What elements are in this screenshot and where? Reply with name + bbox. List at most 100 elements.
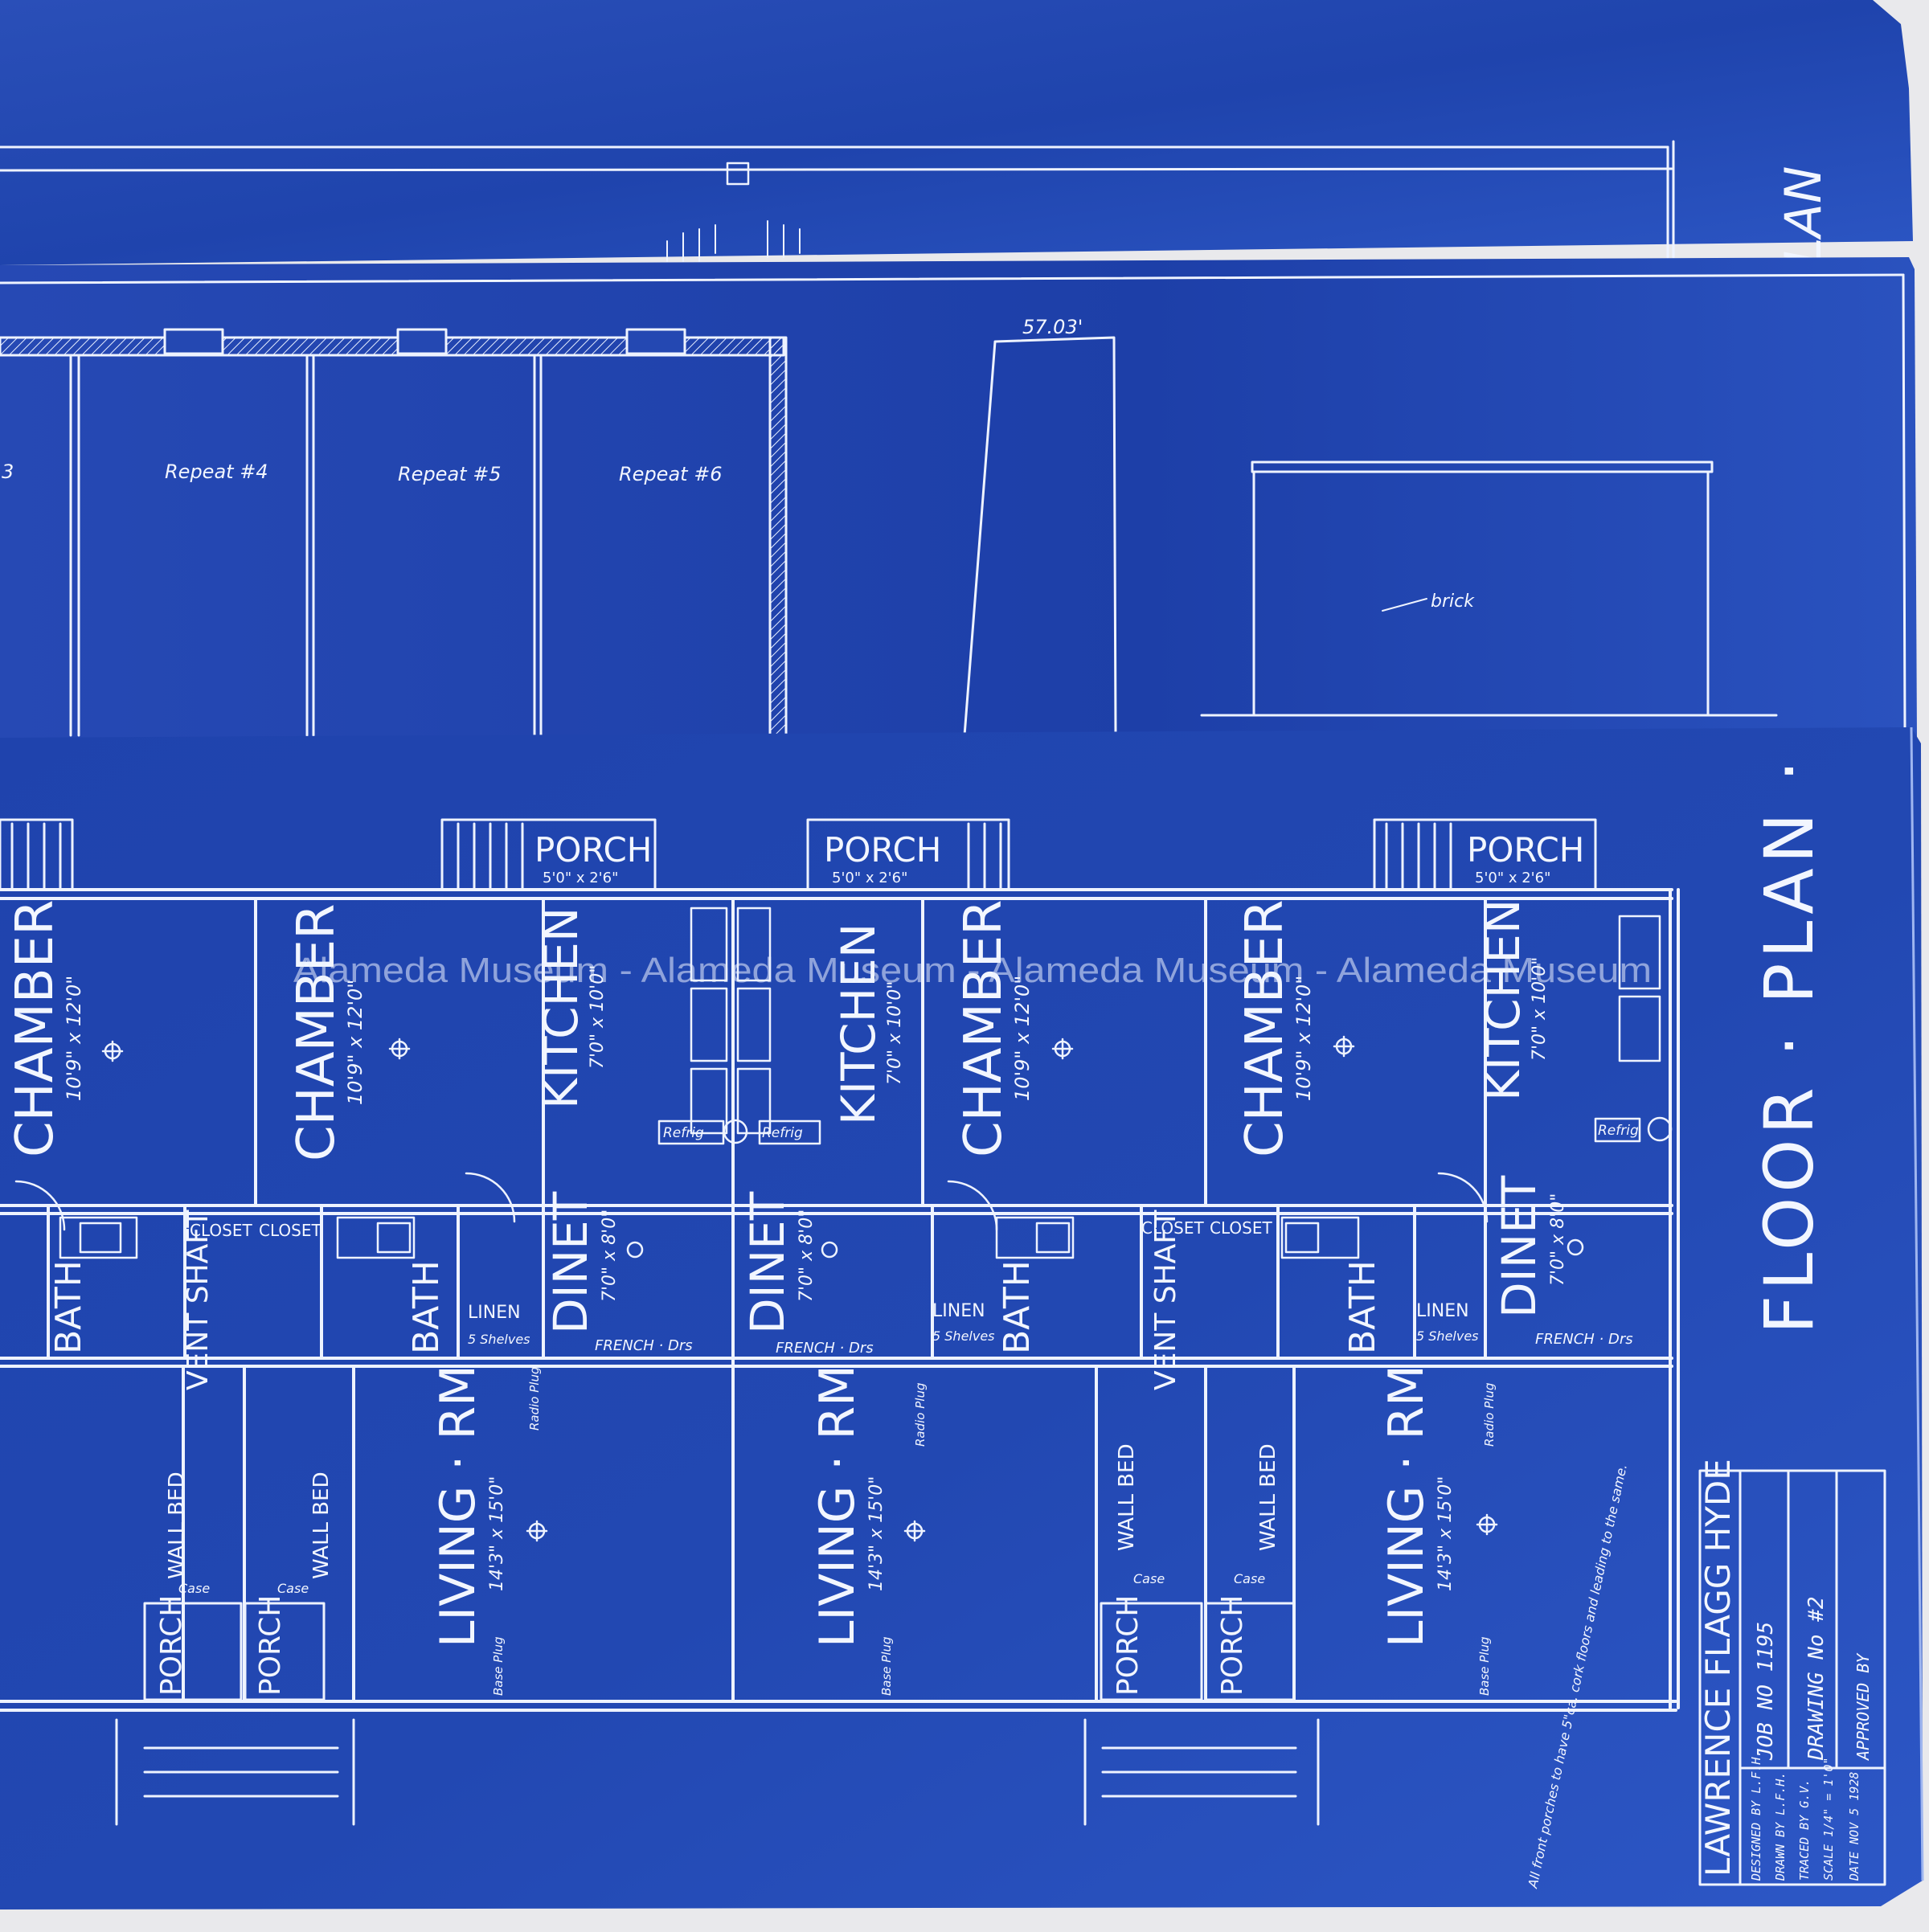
closet-label-1: CLOSET xyxy=(190,1221,252,1240)
date: DATE NOV 5 1928 xyxy=(1847,1772,1861,1881)
refrig-label-3: Refrig xyxy=(1598,1123,1639,1139)
porch-bottom-label-4: PORCH xyxy=(1216,1595,1249,1696)
living-room-size-2: 14'3" x 15'0" xyxy=(866,1476,887,1591)
radio-plug-label-3: Radio Plug xyxy=(1482,1383,1497,1447)
approved-by: APPROVED BY xyxy=(1853,1652,1873,1762)
living-room-label-2: LIVING · RM xyxy=(809,1365,866,1648)
bath-label-4: BATH xyxy=(1342,1260,1383,1354)
case-label-3: Case xyxy=(1133,1571,1165,1586)
refrig-label-2: Refrig xyxy=(762,1125,803,1141)
base-plug-label-2: Base Plug xyxy=(879,1636,894,1696)
drawing-number: DRAWING No #2 xyxy=(1804,1597,1829,1762)
porch-top-size-3: 5'0" x 2'6" xyxy=(1475,870,1550,886)
kitchen-size-1: 7'0" x 10'0" xyxy=(588,965,608,1069)
top-sheet-small-notes xyxy=(666,220,801,262)
chamber-size-3: 10'9" x 12'0" xyxy=(1011,976,1034,1101)
shelves-label-1: 5 Shelves xyxy=(468,1332,530,1347)
chamber-size-4: 10'9" x 12'0" xyxy=(1292,976,1315,1101)
chamber-size-1: 10'9" x 12'0" xyxy=(63,976,85,1101)
living-room-size-3: 14'3" x 15'0" xyxy=(1435,1476,1456,1591)
title-block xyxy=(1698,1469,1886,1886)
refrig-label-1: Refrig xyxy=(663,1125,704,1141)
watermark: Alameda Museum - Alameda Museum - Alamed… xyxy=(293,951,1652,990)
scale: SCALE 1/4" = 1'0" xyxy=(1821,1757,1836,1881)
dinet-label-1: DINET xyxy=(543,1191,598,1334)
top-sheet-title-fragment: LAN xyxy=(1774,166,1833,265)
designed-by: DESIGNED BY L.F.H. xyxy=(1749,1750,1763,1881)
dinet-size-2: 7'0" x 8'0" xyxy=(797,1210,817,1302)
repeat-label-4: Repeat #4 xyxy=(165,460,268,483)
base-plug-label-1: Base Plug xyxy=(491,1636,506,1696)
chamber-label-2: CHAMBER xyxy=(287,903,346,1161)
dinet-size-3: 7'0" x 8'0" xyxy=(1548,1193,1568,1286)
chamber-label-1: CHAMBER xyxy=(6,899,65,1157)
dinet-label-3: DINET xyxy=(1492,1175,1546,1318)
traced-by: TRACED BY G.V. xyxy=(1797,1779,1812,1881)
porch-bottom-label-2: PORCH xyxy=(254,1595,287,1696)
wall-bed-label-4: WALL BED xyxy=(1256,1443,1280,1551)
radio-plug-label-2: Radio Plug xyxy=(913,1383,928,1447)
case-label-2: Case xyxy=(277,1581,309,1596)
base-plug-label-3: Base Plug xyxy=(1477,1636,1492,1696)
kitchen-size-3: 7'0" x 10'0" xyxy=(1530,957,1550,1061)
linen-label-2: LINEN xyxy=(932,1301,985,1321)
closet-label-2: CLOSET xyxy=(259,1221,322,1240)
kitchen-fixtures xyxy=(657,907,1673,1145)
kitchen-size-2: 7'0" x 10'0" xyxy=(885,981,905,1085)
bath-label-1: BATH xyxy=(48,1260,89,1354)
living-room-size-1: 14'3" x 15'0" xyxy=(487,1476,507,1591)
middle-sheet: 3 Repeat #4 Repeat #5 Repeat #6 57.03' b… xyxy=(0,257,1917,747)
french-doors-label-3: FRENCH · Drs xyxy=(1535,1331,1633,1348)
french-doors-label-1: FRENCH · Drs xyxy=(595,1337,693,1354)
dinet-label-2: DINET xyxy=(740,1191,795,1334)
kitchen-label-2: KITCHEN xyxy=(831,923,886,1125)
wall-bed-label-2: WALL BED xyxy=(309,1472,334,1579)
light-fixture-symbols xyxy=(101,1035,1584,1542)
living-room-label-1: LIVING · RM xyxy=(430,1365,486,1648)
closet-label-4: CLOSET xyxy=(1210,1218,1272,1238)
bath-fixtures xyxy=(14,1172,1489,1259)
wall-bed-label-1: WALL BED xyxy=(165,1472,189,1579)
chamber-size-2: 10'9" x 12'0" xyxy=(344,980,367,1105)
repeat-fragment: 3 xyxy=(2,460,14,483)
chamber-label-4: CHAMBER xyxy=(1235,899,1295,1157)
floor-plan-title: FLOOR · PLAN · xyxy=(1750,755,1829,1334)
porch-top-label-1: PORCH xyxy=(534,830,652,870)
living-room-label-3: LIVING · RM xyxy=(1378,1365,1435,1648)
kitchen-label-3: KITCHEN xyxy=(1476,899,1530,1101)
firm-name: LAWRENCE FLAGG HYDE xyxy=(1698,1459,1738,1877)
porch-bottom-label-1: PORCH xyxy=(155,1595,188,1696)
repeat-label-6: Repeat #6 xyxy=(619,463,723,485)
porch-top-label-3: PORCH xyxy=(1467,830,1584,870)
linen-label-1: LINEN xyxy=(468,1303,521,1323)
linen-label-3: LINEN xyxy=(1416,1301,1469,1321)
floor-plan-sheet: PORCH 5'0" x 2'6" PORCH 5'0" x 2'6" PORC… xyxy=(0,727,1924,1909)
top-porches xyxy=(0,818,1597,891)
repeat-label-5: Repeat #5 xyxy=(398,463,502,485)
porch-top-label-2: PORCH xyxy=(824,830,941,870)
drawn-by: DRAWN BY L.F.H. xyxy=(1773,1772,1788,1881)
shelves-label-2: 5 Shelves xyxy=(932,1328,995,1344)
job-number: JOB NO 1195 xyxy=(1754,1622,1778,1761)
case-label-1: Case xyxy=(178,1581,210,1596)
vent-shaft-label-1: VENT SHAFT xyxy=(182,1210,215,1390)
bath-label-3: BATH xyxy=(997,1260,1038,1354)
radio-plug-label-1: Radio Plug xyxy=(527,1367,542,1431)
top-sheet: LAN xyxy=(0,0,1913,265)
dinet-size-1: 7'0" x 8'0" xyxy=(600,1210,620,1302)
bath-label-2: BATH xyxy=(406,1260,447,1354)
lot-dimension: 57.03' xyxy=(1022,316,1083,338)
brick-note: brick xyxy=(1431,591,1475,612)
porch-bottom-label-3: PORCH xyxy=(1112,1595,1145,1696)
wall-bed-label-3: WALL BED xyxy=(1115,1443,1139,1551)
chamber-label-3: CHAMBER xyxy=(954,899,1014,1157)
vent-shaft-label-2: VENT SHAFT xyxy=(1149,1210,1182,1390)
porch-top-size-1: 5'0" x 2'6" xyxy=(543,870,618,886)
bottom-porches xyxy=(115,1602,1320,1826)
porch-top-size-2: 5'0" x 2'6" xyxy=(832,870,907,886)
closet-label-3: CLOSET xyxy=(1141,1218,1204,1238)
kitchen-label-1: KITCHEN xyxy=(534,907,588,1109)
french-doors-label-2: FRENCH · Drs xyxy=(776,1340,874,1357)
